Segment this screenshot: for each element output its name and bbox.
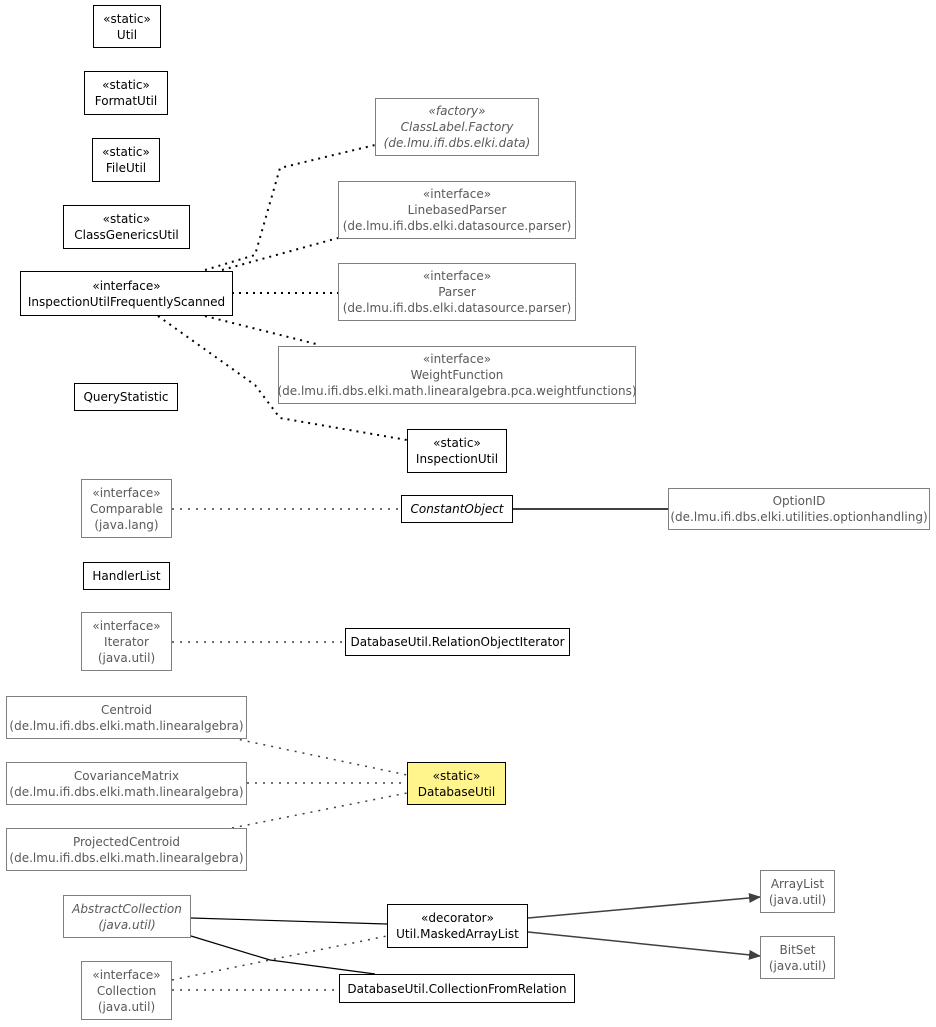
edge-ifs-to-weightfunction bbox=[204, 315, 321, 346]
edge-ifs-to-inspectionutil bbox=[157, 315, 408, 441]
node-stereotype: «interface» bbox=[422, 352, 492, 366]
node-optionid[interactable]: OptionID (de.lmu.ifi.dbs.elki.utilities.… bbox=[668, 488, 930, 530]
node-linebasedparser[interactable]: «interface» LinebasedParser (de.lmu.ifi.… bbox=[338, 181, 576, 239]
node-constantobject[interactable]: ConstantObject bbox=[401, 495, 513, 523]
node-package: (java.util) bbox=[768, 958, 827, 973]
node-stereotype: «static» bbox=[102, 212, 151, 226]
node-maskedarraylist[interactable]: «decorator» Util.MaskedArrayList bbox=[387, 904, 528, 948]
node-name: DatabaseUtil.RelationObjectIterator bbox=[350, 635, 565, 649]
node-name: BitSet bbox=[779, 942, 816, 957]
node-stereotype: «static» bbox=[433, 436, 481, 450]
node-util[interactable]: «static» Util bbox=[93, 5, 161, 48]
node-name: Collection bbox=[96, 983, 157, 998]
node-arraylist[interactable]: ArrayList (java.util) bbox=[760, 870, 835, 913]
node-classgenericsutil[interactable]: «static» ClassGenericsUtil bbox=[63, 205, 190, 249]
node-name: Iterator bbox=[104, 634, 149, 649]
node-package: (de.lmu.ifi.dbs.elki.datasource.parser) bbox=[342, 301, 572, 315]
node-name: DatabaseUtil bbox=[417, 784, 496, 799]
edge-maskedarraylist-to-bitset bbox=[527, 931, 761, 960]
node-package: (java.util) bbox=[97, 999, 156, 1014]
edge-maskedarraylist-to-arraylist bbox=[527, 893, 761, 919]
node-name: Util bbox=[116, 27, 138, 42]
node-package: (java.util) bbox=[98, 917, 156, 932]
node-parser[interactable]: «interface» Parser (de.lmu.ifi.dbs.elki.… bbox=[338, 263, 576, 321]
node-abstractcollection[interactable]: AbstractCollection (java.util) bbox=[63, 895, 191, 938]
node-name: CovarianceMatrix bbox=[73, 768, 180, 783]
node-name: ArrayList bbox=[770, 876, 825, 891]
node-package: (de.lmu.ifi.dbs.elki.math.linearalgebra) bbox=[9, 718, 244, 733]
node-name: LinebasedParser bbox=[407, 203, 507, 217]
node-package: (de.lmu.ifi.dbs.elki.utilities.optionhan… bbox=[670, 510, 928, 524]
node-name: Centroid bbox=[100, 702, 153, 717]
node-package: (de.lmu.ifi.dbs.elki.datasource.parser) bbox=[342, 219, 572, 233]
node-formatutil[interactable]: «static» FormatUtil bbox=[84, 71, 168, 115]
node-collectionfromrelation[interactable]: DatabaseUtil.CollectionFromRelation bbox=[339, 974, 575, 1003]
node-bitset[interactable]: BitSet (java.util) bbox=[760, 936, 835, 979]
node-name: DatabaseUtil.CollectionFromRelation bbox=[347, 981, 567, 996]
node-stereotype: «interface» bbox=[92, 618, 161, 633]
node-stereotype: «interface» bbox=[92, 278, 161, 293]
node-stereotype: «interface» bbox=[422, 187, 492, 201]
node-querystatistic[interactable]: QueryStatistic bbox=[74, 383, 178, 411]
edge-projectedcentroid-to-databaseutil bbox=[231, 792, 408, 829]
edge-ifs-to-linebasedparser bbox=[221, 237, 339, 271]
node-name: AbstractCollection bbox=[72, 901, 182, 916]
node-stereotype: «interface» bbox=[92, 967, 161, 982]
node-package: (java.lang) bbox=[94, 517, 159, 532]
node-package: (de.lmu.ifi.dbs.elki.math.linearalgebra.… bbox=[277, 384, 637, 398]
node-stereotype: «static» bbox=[102, 145, 150, 159]
node-databaseutil[interactable]: «static» DatabaseUtil bbox=[407, 762, 506, 805]
node-relationobjectiterator[interactable]: DatabaseUtil.RelationObjectIterator bbox=[345, 628, 570, 656]
node-stereotype: «interface» bbox=[422, 269, 492, 283]
node-handlerlist[interactable]: HandlerList bbox=[83, 562, 170, 590]
node-iterator[interactable]: «interface» Iterator (java.util) bbox=[81, 612, 172, 671]
node-package: (de.lmu.ifi.dbs.elki.math.linearalgebra) bbox=[9, 784, 244, 799]
node-centroid[interactable]: Centroid (de.lmu.ifi.dbs.elki.math.linea… bbox=[6, 696, 247, 739]
node-package: (java.util) bbox=[97, 650, 156, 665]
node-name: FileUtil bbox=[105, 161, 147, 175]
node-stereotype: «interface» bbox=[92, 485, 161, 500]
node-name: ClassLabel.Factory bbox=[400, 120, 514, 134]
node-name: Parser bbox=[438, 285, 476, 299]
node-stereotype: «static» bbox=[102, 78, 150, 92]
node-name: OptionID bbox=[772, 494, 826, 508]
node-comparable[interactable]: «interface» Comparable (java.lang) bbox=[81, 479, 172, 538]
node-name: WeightFunction bbox=[410, 368, 504, 382]
node-stereotype: «factory» bbox=[428, 104, 486, 118]
node-name: FormatUtil bbox=[94, 94, 158, 108]
node-covariancematrix[interactable]: CovarianceMatrix (de.lmu.ifi.dbs.elki.ma… bbox=[6, 762, 247, 805]
node-name: Util.MaskedArrayList bbox=[396, 927, 519, 941]
node-fileutil[interactable]: «static» FileUtil bbox=[92, 138, 160, 182]
node-stereotype: «decorator» bbox=[421, 911, 494, 925]
node-stereotype: «static» bbox=[432, 768, 481, 783]
edge-abstractcollection-to-maskedarraylist bbox=[190, 917, 388, 925]
node-name: HandlerList bbox=[92, 569, 161, 583]
node-package: (de.lmu.ifi.dbs.elki.data) bbox=[383, 136, 531, 150]
edge-abstractcollection-to-collectionfromrelation bbox=[190, 935, 376, 975]
node-name: Comparable bbox=[89, 501, 163, 516]
node-name: InspectionUtilFrequentlyScanned bbox=[27, 294, 226, 309]
node-name: ClassGenericsUtil bbox=[74, 228, 179, 242]
edge-centroid-to-databaseutil bbox=[231, 737, 408, 776]
node-inspectionutilfrequentlyscanned[interactable]: «interface» InspectionUtilFrequentlyScan… bbox=[20, 271, 233, 316]
node-name: QueryStatistic bbox=[83, 390, 169, 404]
node-name: InspectionUtil bbox=[415, 452, 499, 466]
node-inspectionutil[interactable]: «static» InspectionUtil bbox=[407, 429, 507, 473]
node-stereotype: «static» bbox=[103, 11, 151, 26]
node-weightfunction[interactable]: «interface» WeightFunction (de.lmu.ifi.d… bbox=[277, 346, 637, 404]
node-classlabel-factory[interactable]: «factory» ClassLabel.Factory (de.lmu.ifi… bbox=[375, 98, 539, 156]
node-collection[interactable]: «interface» Collection (java.util) bbox=[81, 961, 172, 1020]
node-name: ConstantObject bbox=[410, 502, 504, 516]
node-package: (java.util) bbox=[768, 892, 827, 907]
node-projectedcentroid[interactable]: ProjectedCentroid (de.lmu.ifi.dbs.elki.m… bbox=[6, 828, 247, 871]
node-name: ProjectedCentroid bbox=[72, 834, 181, 849]
node-package: (de.lmu.ifi.dbs.elki.math.linearalgebra) bbox=[9, 850, 244, 865]
